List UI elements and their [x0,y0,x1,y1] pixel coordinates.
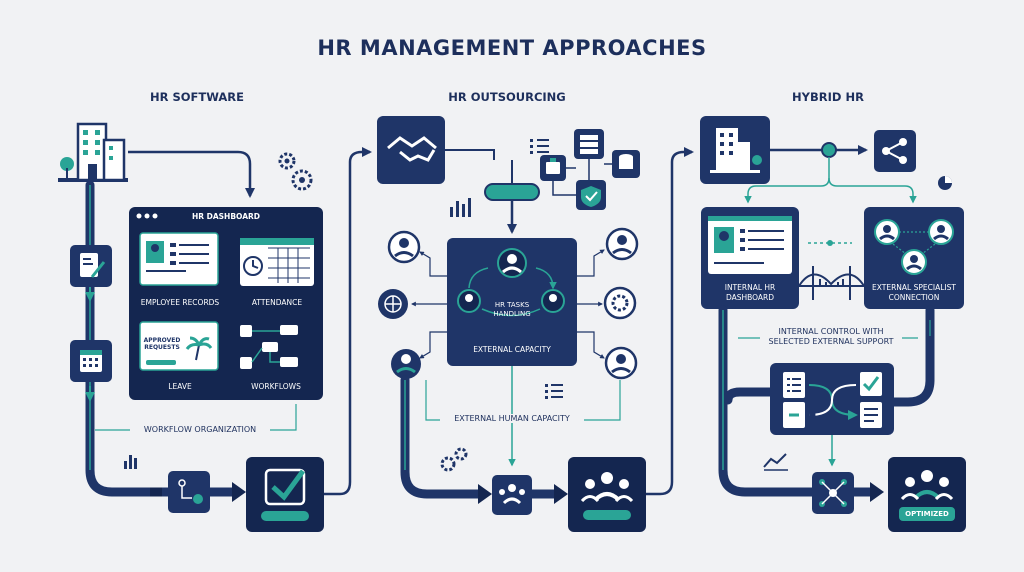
hr-dashboard-panel [129,207,323,400]
workflow-organization-label: WORKFLOW ORGANIZATION [130,425,270,434]
arrow-to-check [232,482,246,502]
section-heading-hybrid: HYBRID HR [792,90,864,104]
process-icon [168,471,210,513]
person-icon [604,346,638,380]
shield-icon [576,180,606,210]
trend-icon [763,453,788,471]
external-human-capacity-label: EXTERNAL HUMAN CAPACITY [440,414,584,423]
employee-records-label: EMPLOYEE RECORDS [140,298,220,307]
internal-dashboard-panel [701,207,799,309]
person-icon [391,349,421,379]
server-icon [574,129,604,159]
gear-icon [278,152,313,191]
external-specialist-label: EXTERNAL SPECIALIST CONNECTION [872,283,956,302]
section-heading-software: HR SOFTWARE [149,90,245,104]
person-icon [605,227,639,261]
connector-software-outsourcing [324,147,372,496]
workflows-mini [240,325,298,369]
group-icon [492,475,532,515]
outsourcing-flow-pipe [400,375,483,499]
external-specialist-panel [864,207,964,309]
database-icon [612,150,640,178]
workflows-label: WORKFLOWS [251,382,301,391]
connector-outsourcing-hybrid [646,147,694,496]
handshake-icon [377,116,445,184]
building-icon [700,116,770,184]
external-capacity-panel [447,238,577,366]
gear-icon [603,286,637,320]
external-capacity-label: EXTERNAL CAPACITY [473,345,551,354]
calendar-icon [70,340,112,382]
globe-icon [378,289,408,319]
team-icon [568,457,646,532]
bridge-icon [798,266,865,300]
exchange-panel [770,363,894,435]
outsourcing-pill [484,183,540,201]
gear-icon [440,447,468,472]
person-icon [387,230,421,264]
share-icon [874,130,916,172]
page-title: HR MANAGEMENT APPROACHES [317,36,707,60]
connector-building-dashboard [128,150,255,198]
internal-control-label: INTERNAL CONTROL WITH SELECTED EXTERNAL … [760,327,902,347]
approved-requests-label: APPROVED REQUESTS [143,337,181,351]
checkmark-icon [246,457,324,532]
bar-chart-icon [450,198,471,217]
internal-dashboard-label: INTERNAL HR DASHBOARD [724,283,776,302]
leave-label: LEAVE [168,382,192,391]
optimized-badge: OPTIMIZED [905,510,949,518]
network-icon [812,472,854,514]
hr-dashboard-title: HR DASHBOARD [191,212,261,221]
software-flow-pipe [85,180,237,497]
attendance-label: ATTENDANCE [251,298,303,307]
pie-chart-icon [938,176,952,190]
building-icon [58,122,128,182]
section-heading-outsourcing: HR OUTSOURCING [448,90,566,104]
list-icon [545,384,563,399]
document-icon [70,245,112,287]
bar-chart-icon [124,455,137,469]
process-icon [540,155,566,181]
list-icon [530,139,549,154]
hybrid-node [821,142,837,158]
hybrid-flow-pipe [718,305,935,497]
team-icon [888,457,966,532]
hr-tasks-handling-label: HR TASKS HANDLING [493,301,531,318]
